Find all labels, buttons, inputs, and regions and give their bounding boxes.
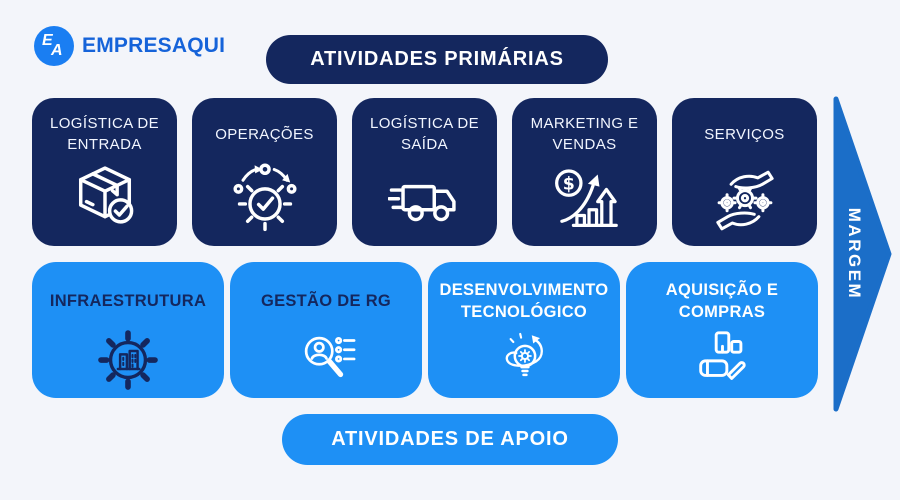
margin-arrow: MARGEM <box>833 96 893 412</box>
card-servicos: SERVIÇOS <box>672 98 817 246</box>
empresaqui-logo: E A EMPRESAQUI <box>34 26 225 66</box>
margin-label: MARGEM <box>845 207 864 301</box>
gear-buildings-icon <box>92 324 164 396</box>
card-title: INFRAESTRUTURA <box>49 291 207 310</box>
sales-growth-icon: $ <box>548 156 622 238</box>
card-infraestrutura: INFRAESTRUTURA <box>32 262 224 398</box>
svg-text:$: $ <box>562 174 574 194</box>
support-activities-banner: ATIVIDADES DE APOIO <box>282 414 618 465</box>
package-check-icon <box>68 156 142 238</box>
hand-purchase-icon <box>691 324 753 390</box>
gear-check-icon <box>228 156 302 238</box>
person-search-icon <box>295 324 357 390</box>
primary-activities-banner: ATIVIDADES PRIMÁRIAS <box>266 35 608 84</box>
logo-name: EMPRESAQUI <box>82 34 226 57</box>
card-operacoes: OPERAÇÕES <box>192 98 337 246</box>
card-title: OPERAÇÕES <box>215 125 314 143</box>
hands-gears-icon <box>708 156 782 238</box>
card-title: LOGÍSTICA DE ENTRADA <box>50 115 159 153</box>
card-marketing-e-vendas: MARKETING E VENDAS $ <box>512 98 657 246</box>
primary-activities-banner-label: ATIVIDADES PRIMÁRIAS <box>310 48 564 70</box>
card-title: DESENVOLVIMENTO TECNOLÓGICO <box>439 280 609 321</box>
card-title: GESTÃO DE RG <box>260 291 392 310</box>
card-title: MARKETING E VENDAS <box>530 115 639 153</box>
card-logistica-de-entrada: LOGÍSTICA DE ENTRADA <box>32 98 177 246</box>
card-title: LOGÍSTICA DE SAÍDA <box>370 115 479 153</box>
card-logistica-de-saida: LOGÍSTICA DE SAÍDA <box>352 98 497 246</box>
card-title: SERVIÇOS <box>704 125 785 143</box>
card-gestao-de-rg: GESTÃO DE RG <box>230 262 422 398</box>
card-aquisicao-e-compras: AQUISIÇÃO E COMPRAS <box>626 262 818 398</box>
card-desenvolvimento-tecnologico: DESENVOLVIMENTO TECNOLÓGICO <box>428 262 620 398</box>
logo-letter-a: A <box>51 42 63 59</box>
logo-letter-e: E <box>42 32 53 49</box>
idea-bulb-icon <box>493 324 555 390</box>
delivery-truck-icon <box>387 156 462 238</box>
card-title: AQUISIÇÃO E COMPRAS <box>665 280 779 321</box>
support-activities-banner-label: ATIVIDADES DE APOIO <box>331 428 569 450</box>
logo-monogram-icon: E A <box>34 26 74 66</box>
margin-arrow-shape <box>833 96 892 412</box>
